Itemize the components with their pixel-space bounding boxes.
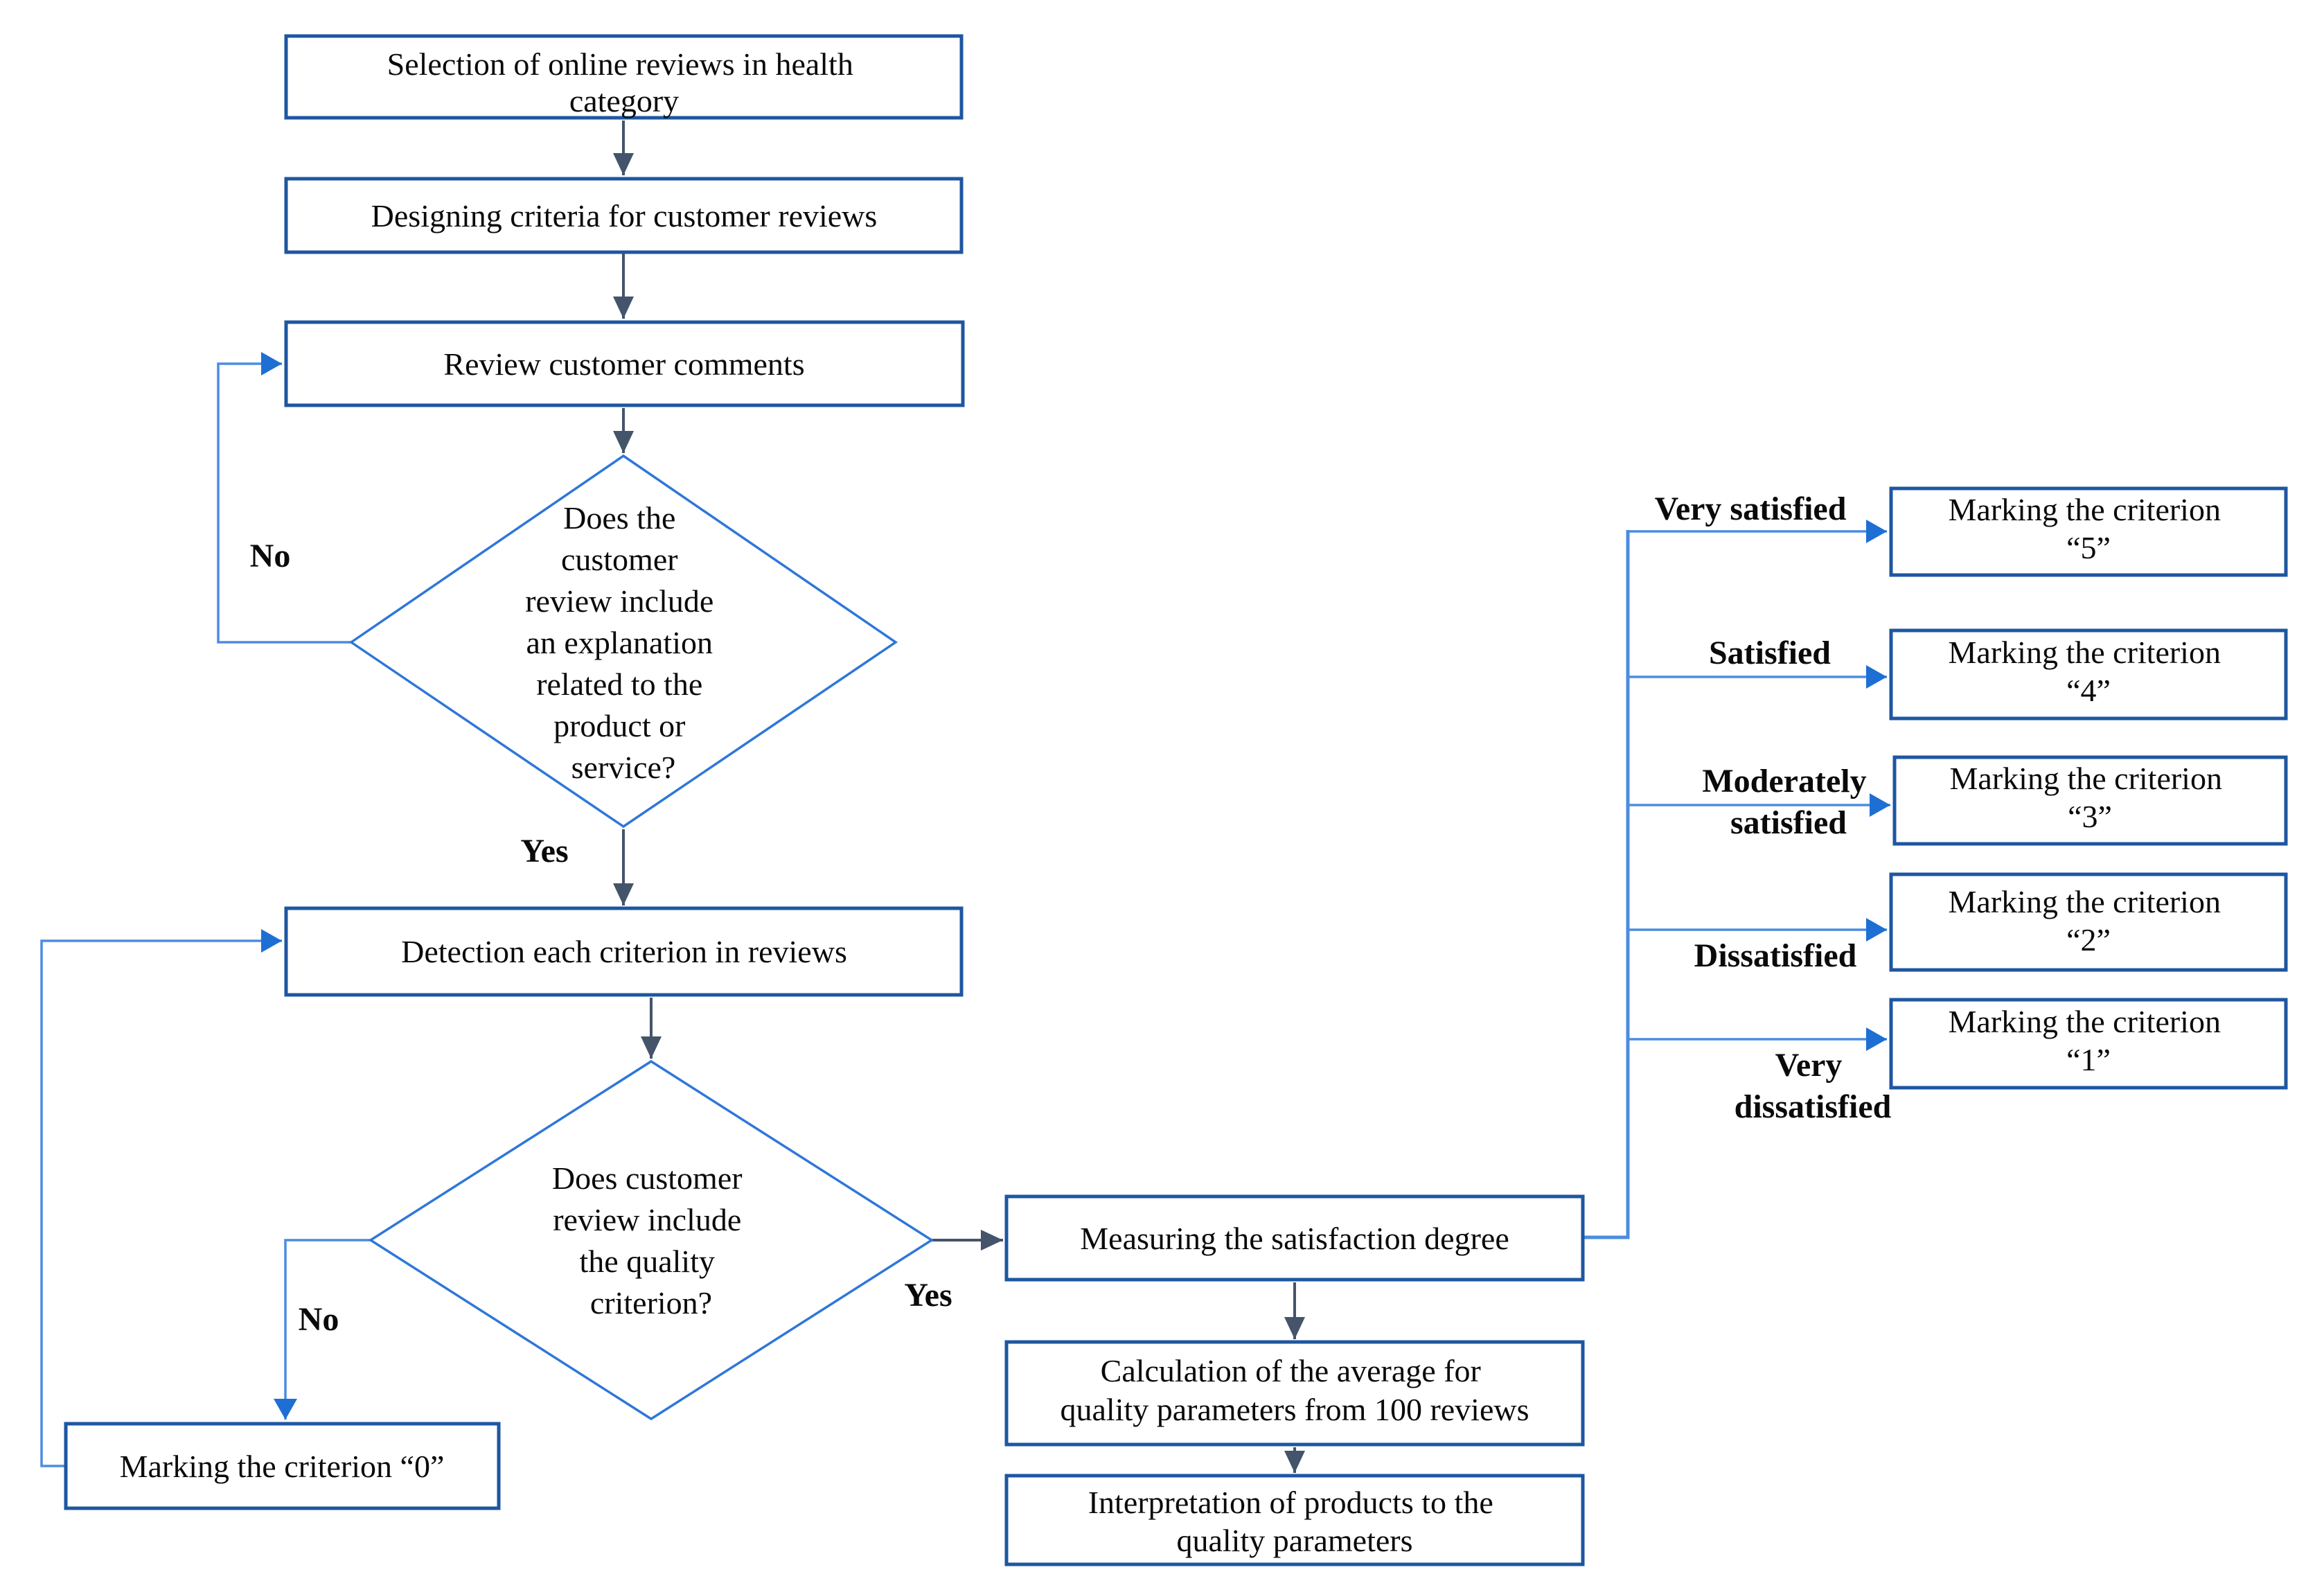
edge-label-no-explanation: No	[250, 538, 291, 574]
node-calculation-label: Calculation of the average for quality p…	[1061, 1353, 1529, 1427]
node-marking-0-box	[64, 1422, 501, 1510]
node-measuring-label: Measuring the satisfaction degree	[1080, 1221, 1509, 1256]
edge-satisfaction-trunk	[1583, 530, 1630, 1239]
node-calculation-box	[1004, 1340, 1585, 1447]
edge-label-satisfied: Satisfied	[1709, 635, 1831, 671]
node-decision-quality-diamond	[368, 1059, 934, 1421]
node-marking-4-label: Marking the criterion “4”	[1949, 635, 2229, 708]
node-marking-5-label: Marking the criterion “5”	[1949, 492, 2229, 565]
node-marking-2-label: Marking the criterion “2”	[1949, 884, 2229, 957]
node-decision-explanation-label: Does the customer review include an expl…	[525, 500, 722, 785]
node-marking-0-label: Marking the criterion “0”	[120, 1449, 445, 1484]
node-designing-label: Designing criteria for customer reviews	[371, 198, 878, 233]
edge-label-moderately-satisfied: Moderately satisfied	[1702, 763, 1874, 841]
node-marking-2-box	[1889, 872, 2288, 972]
edge-label-very-dissatisfied: Very dissatisfied	[1735, 1047, 1892, 1125]
node-marking-4-box	[1889, 628, 2288, 721]
node-detection-label: Detection each criterion in reviews	[401, 934, 847, 969]
edge-label-no-quality: No	[299, 1301, 339, 1338]
edge-decision2-no	[274, 1239, 371, 1420]
edge-label-yes-quality: Yes	[904, 1277, 952, 1314]
node-review-comments-box	[284, 320, 965, 407]
node-marking-5-box	[1889, 486, 2288, 577]
node-marking-3-label: Marking the criterion “3”	[1950, 761, 2230, 834]
node-decision-explanation-diamond	[348, 454, 898, 829]
node-detection-box	[284, 906, 964, 997]
edge-label-very-satisfied: Very satisfied	[1655, 491, 1847, 527]
node-review-comments-label: Review customer comments	[443, 346, 804, 382]
node-measuring-box	[1004, 1194, 1585, 1282]
node-interpretation-label: Interpretation of products to the qualit…	[1088, 1485, 1502, 1558]
edge-label-yes-explanation: Yes	[520, 833, 568, 869]
node-decision-quality-label: Does customer review include the quality…	[552, 1160, 750, 1320]
node-interpretation-box	[1004, 1474, 1585, 1566]
node-designing-box	[284, 177, 964, 254]
node-selection-box	[284, 34, 964, 120]
edge-label-dissatisfied: Dissatisfied	[1694, 937, 1857, 974]
edge-marking0-loop-to-detection	[40, 929, 282, 1467]
node-marking-3-box	[1892, 755, 2288, 846]
node-selection-label: Selection of online reviews in health ca…	[387, 46, 862, 118]
edge-decision1-no-loop	[217, 352, 351, 644]
node-marking-1-box	[1889, 998, 2288, 1090]
node-marking-1-label: Marking the criterion “1”	[1949, 1004, 2229, 1077]
